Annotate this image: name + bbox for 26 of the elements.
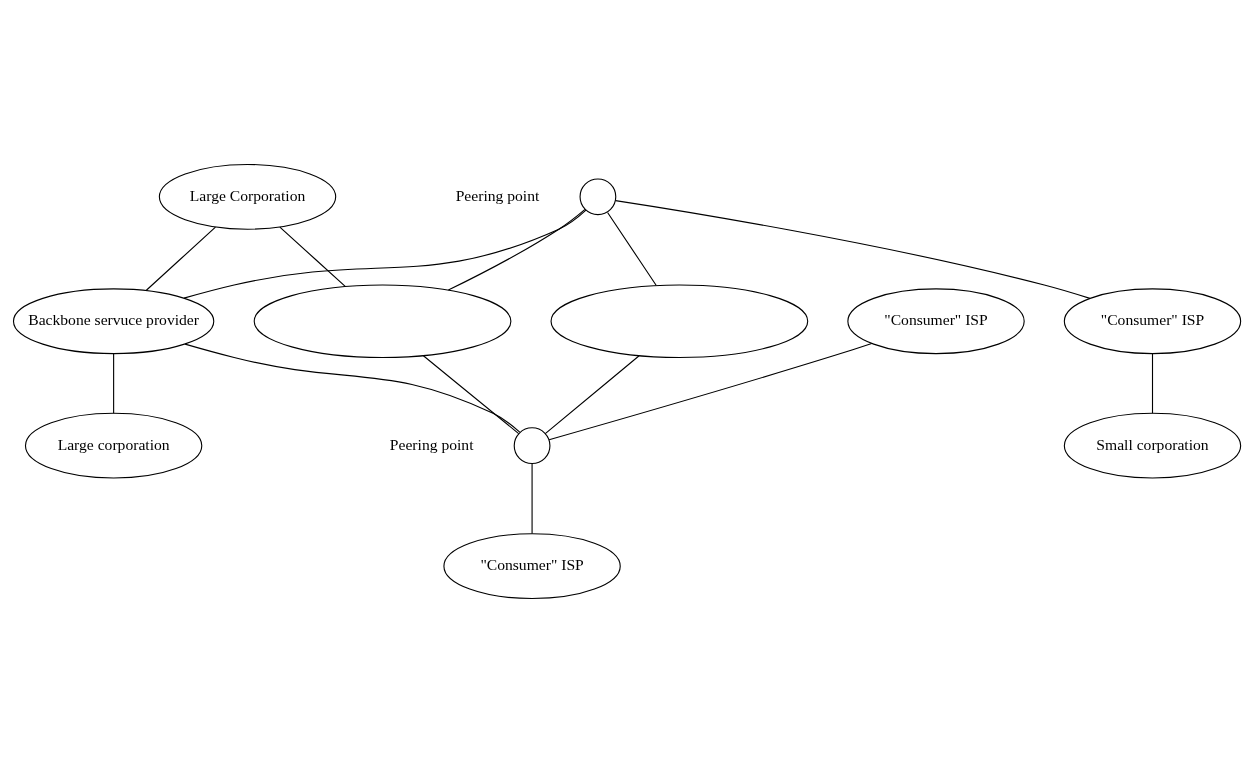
connector (544, 355, 640, 435)
connector (145, 226, 216, 291)
connector (113, 353, 115, 414)
connector (422, 355, 520, 435)
connector (531, 463, 533, 535)
node-ellipse: "Consumer" ISP (443, 533, 621, 600)
node-ellipse: Small corporation (1063, 412, 1242, 479)
connector (183, 209, 587, 299)
node-ellipse (550, 284, 809, 359)
connector (279, 226, 346, 287)
node-ellipse: "Consumer" ISP (847, 288, 1025, 355)
node-ellipse: Backbone servuce provider (12, 288, 215, 355)
node-ellipse (253, 284, 512, 359)
node-ellipse: Large Corporation (158, 163, 337, 230)
connector (1151, 353, 1154, 414)
node-circle (513, 427, 551, 465)
connector (447, 208, 586, 291)
node-label: Peering point (389, 435, 474, 453)
node-ellipse: "Consumer" ISP (1063, 288, 1242, 355)
connector (607, 211, 657, 286)
node-label: Peering point (455, 186, 540, 204)
connector (614, 200, 1091, 299)
connector (184, 343, 521, 433)
node-ellipse: Large corporation (24, 412, 203, 479)
connector (548, 343, 873, 441)
node-circle (579, 178, 617, 216)
